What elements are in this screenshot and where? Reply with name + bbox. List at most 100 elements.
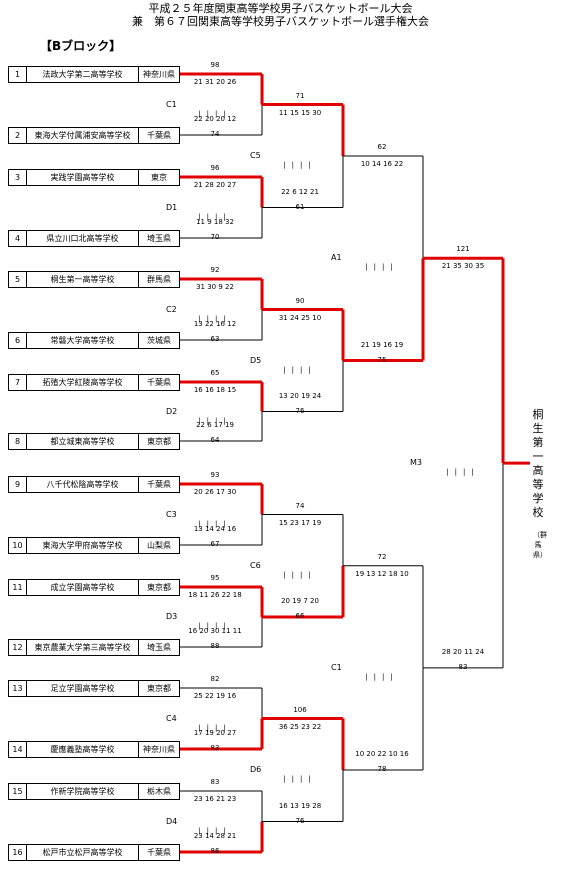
score-bottom-quarters: 13 22 16 12: [193, 320, 237, 328]
team-pref: 東京都: [147, 437, 171, 446]
team-pref: 茨城県: [147, 336, 171, 345]
score-top-quarters: 25 22 19 16: [193, 692, 237, 700]
game-id: C2: [166, 304, 177, 314]
score-top-total: 62: [377, 143, 387, 151]
team-number: 16: [9, 845, 27, 860]
score-bottom-quarters: 22 6 12 21: [281, 187, 319, 196]
score-top-quarters: 15 23 17 19: [278, 518, 322, 527]
team-pref: 神奈川県: [143, 745, 175, 754]
score-top-quarters: 21 35 30 35: [441, 262, 485, 271]
score-bottom-total: 64: [210, 436, 220, 444]
score-separator: ||||: [283, 161, 317, 169]
score-bottom-quarters: 13 14 24 16: [193, 525, 237, 533]
score-bottom-total: 70: [210, 233, 220, 241]
score-separator: ||||: [198, 212, 232, 221]
game-id: C6: [250, 560, 261, 570]
score-bottom-total: 63: [210, 335, 220, 343]
score-top-total: 92: [210, 266, 220, 274]
score-separator: ||||: [198, 519, 232, 528]
team-number: 1: [9, 67, 27, 82]
score-separator: ||||: [198, 826, 232, 835]
score-top-total: 90: [295, 296, 305, 305]
score-top-total: 71: [295, 91, 305, 100]
score-bottom-total: 75: [377, 355, 387, 364]
team-number: 6: [9, 333, 27, 348]
score-bottom-quarters: 28 20 11 24: [441, 647, 485, 656]
team-number: 15: [9, 784, 27, 799]
team-number: 12: [9, 640, 27, 655]
score-top-quarters: 18 11 26 22 18: [188, 591, 242, 599]
team-number: 3: [9, 170, 27, 185]
score-top-total: 98: [210, 61, 220, 69]
score-bottom-total: 76: [295, 816, 305, 825]
score-bottom-total: 88: [210, 642, 220, 650]
score-separator: ||||: [198, 416, 232, 425]
team-number: 9: [9, 477, 27, 492]
team-number: 2: [9, 128, 27, 143]
team-pref: 千葉県: [147, 378, 171, 387]
team-pref: 栃木県: [147, 787, 171, 796]
team-name: 実践学園高等学校: [27, 170, 139, 185]
game-id: M3: [410, 458, 422, 468]
team-name: 拓殖大学紅陵高等学校: [27, 375, 139, 390]
score-top-total: 74: [295, 501, 305, 510]
score-bottom-quarters: 16 13 19 28: [278, 801, 322, 810]
team-name: 成立学園高等学校: [27, 580, 139, 595]
score-top-quarters: 11 15 15 30: [278, 108, 322, 117]
score-top-quarters: 36 25 23 22: [278, 722, 322, 731]
score-separator: ||||: [283, 570, 317, 579]
score-separator: ||||: [283, 365, 317, 374]
score-bottom-total: 83: [210, 744, 220, 752]
score-separator: ||||: [446, 468, 480, 477]
game-id: C1: [166, 99, 177, 109]
game-id: D2: [166, 406, 178, 416]
score-bottom-total: 86: [210, 847, 220, 855]
winner-pref: （群馬県）: [533, 531, 547, 559]
score-top-quarters: 31 30 9 22: [196, 283, 234, 291]
team-number: 7: [9, 375, 27, 390]
team-pref: 千葉県: [147, 131, 171, 140]
score-separator: ||||: [198, 109, 232, 118]
team-number: 8: [9, 434, 27, 449]
score-bottom-quarters: 10 20 22 10 16: [355, 750, 409, 758]
score-bottom-quarters: 11 9 18 32: [196, 218, 234, 226]
team-pref: 東京: [151, 173, 167, 182]
game-id: C1: [331, 662, 342, 672]
team-number: 14: [9, 742, 27, 757]
score-top-total: 93: [210, 471, 220, 479]
team-name: 慶應義塾高等学校: [27, 742, 139, 757]
score-top-quarters: 16 16 18 15: [193, 386, 237, 394]
team-pref: 神奈川県: [143, 70, 175, 79]
score-top-total: 96: [210, 164, 220, 172]
score-separator: ||||: [198, 723, 232, 732]
team-name: 都立城東高等学校: [27, 434, 139, 449]
team-pref: 埼玉県: [147, 234, 171, 243]
score-bottom-quarters: 21 19 16 19: [360, 340, 404, 349]
team-pref: 群馬県: [147, 275, 171, 284]
score-bottom-total: 66: [295, 612, 305, 620]
team-pref: 東京都: [147, 583, 171, 592]
score-bottom-total: 83: [458, 662, 468, 671]
game-id: D5: [250, 355, 262, 365]
score-top-total: 65: [210, 369, 220, 377]
game-id: D4: [166, 816, 178, 826]
team-name: 県立川口北高等学校: [27, 231, 139, 246]
score-bottom-quarters: 16 20 30 11 11: [188, 627, 242, 635]
title-line-2: 兼 第６７回関東高等学校男子バスケットボール選手権大会: [132, 15, 429, 28]
game-id: A1: [331, 253, 342, 263]
score-bottom-quarters: 17 19 20 27: [193, 729, 237, 737]
team-name: 東海大学甲府高等学校: [27, 538, 139, 553]
game-id: C4: [166, 713, 177, 723]
score-top-total: 121: [456, 245, 470, 254]
team-number: 13: [9, 681, 27, 696]
